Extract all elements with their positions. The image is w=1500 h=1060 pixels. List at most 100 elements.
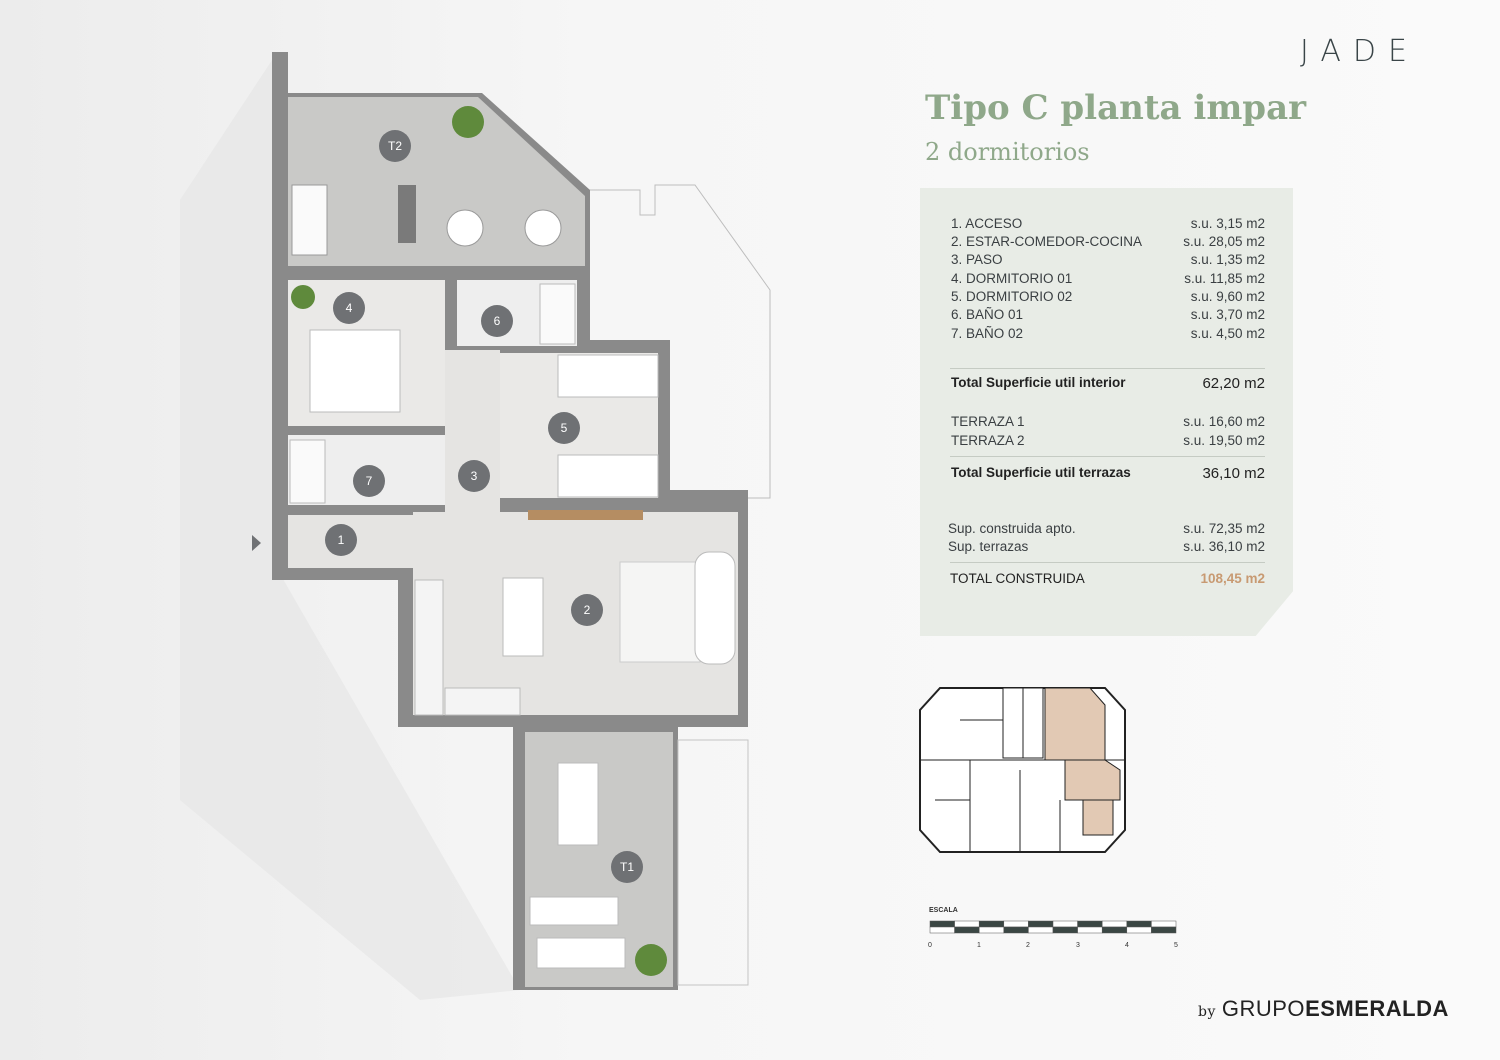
svg-text:1: 1 xyxy=(338,533,345,547)
room-row: 7. BAÑO 02 s.u. 4,50 m2 xyxy=(951,326,1265,341)
laundry-appliance xyxy=(291,184,328,256)
single-bed xyxy=(557,354,659,398)
double-bed xyxy=(309,329,401,413)
room-tag-1: 1 xyxy=(325,524,357,556)
total-label: Total Superficie util terrazas xyxy=(951,465,1131,480)
scale-segment xyxy=(978,926,1005,934)
divider xyxy=(950,456,1265,457)
scale-ticks: 0 1 2 3 4 5 xyxy=(928,942,1178,949)
room-label: 7. BAÑO 02 xyxy=(951,326,1024,341)
scale-segment xyxy=(1126,926,1152,934)
room-row: 6. BAÑO 01 s.u. 3,70 m2 xyxy=(951,307,1265,322)
terrace-label: TERRAZA 1 xyxy=(951,414,1025,429)
scale-segment xyxy=(1077,920,1103,928)
svg-text:2: 2 xyxy=(584,603,591,617)
terrace-row: TERRAZA 1 s.u. 16,60 m2 xyxy=(951,414,1265,429)
scale-segment xyxy=(1077,926,1103,934)
room-row: 2. ESTAR-COMEDOR-COCINA s.u. 28,05 m2 xyxy=(951,234,1265,249)
svg-text:7: 7 xyxy=(366,474,373,488)
room-value: s.u. 3,70 m2 xyxy=(1190,307,1265,322)
room-tag-t2: T2 xyxy=(379,130,411,162)
sun-lounger xyxy=(529,896,619,926)
dining-table xyxy=(502,577,544,657)
armchair xyxy=(524,209,562,247)
brand-logo: JADE xyxy=(1300,34,1419,69)
room-label: 2. ESTAR-COMEDOR-COCINA xyxy=(951,234,1143,249)
total-terraces-row: Total Superficie util terrazas 36,10 m2 xyxy=(951,465,1265,482)
bathtub xyxy=(289,439,326,504)
scale-bar xyxy=(929,920,1177,934)
room-label: 6. BAÑO 01 xyxy=(951,307,1024,322)
divider xyxy=(950,368,1265,369)
built-row: Sup. terrazas s.u. 36,10 m2 xyxy=(948,539,1265,554)
svg-text:T1: T1 xyxy=(620,860,634,874)
group-text: GRUPO xyxy=(1221,996,1306,1021)
built-label: Sup. terrazas xyxy=(948,539,1029,554)
scale-tick: 3 xyxy=(1076,942,1080,949)
scale-tick: 4 xyxy=(1125,942,1129,949)
svg-text:5: 5 xyxy=(561,421,568,435)
plant-icon xyxy=(452,106,484,138)
terrace-bench xyxy=(398,185,416,243)
scale-segment xyxy=(1151,920,1177,928)
scale-segment xyxy=(1003,926,1029,934)
svg-text:4: 4 xyxy=(346,301,353,315)
page-title: Tipo C planta impar xyxy=(925,88,1307,128)
scale-segment xyxy=(1028,926,1054,934)
scale-segment xyxy=(954,926,980,934)
total-label: TOTAL CONSTRUIDA xyxy=(950,571,1085,586)
scale-tick: 0 xyxy=(928,942,932,949)
built-label: Sup. construida apto. xyxy=(948,521,1076,536)
terrace-table xyxy=(557,762,599,846)
scale-tick: 1 xyxy=(977,942,981,949)
scale-segment xyxy=(1126,920,1152,928)
room-value: s.u. 4,50 m2 xyxy=(1190,326,1265,341)
entrance-arrow-icon xyxy=(252,535,261,551)
scale-label: ESCALA xyxy=(929,907,958,914)
sofa xyxy=(694,551,736,665)
shower xyxy=(539,283,576,345)
room-label: 5. DORMITORIO 02 xyxy=(951,289,1073,304)
scale-segment xyxy=(978,920,1005,928)
total-built-value: 108,45 m2 xyxy=(1200,571,1265,586)
plan-shadow xyxy=(180,60,520,1000)
scale-segment xyxy=(929,920,955,928)
scale-segment xyxy=(1003,920,1029,928)
room-value: s.u. 28,05 m2 xyxy=(1183,234,1265,249)
built-value: s.u. 36,10 m2 xyxy=(1183,539,1265,554)
room-label: 1. ACCESO xyxy=(951,216,1023,231)
room-tag-3: 3 xyxy=(458,460,490,492)
room-tag-6: 6 xyxy=(481,305,513,337)
svg-text:3: 3 xyxy=(471,469,478,483)
kitchen-counter xyxy=(414,579,444,716)
room-value: s.u. 1,35 m2 xyxy=(1190,252,1265,267)
total-value: 62,20 m2 xyxy=(1202,375,1265,392)
key-plan xyxy=(919,687,1126,853)
svg-text:6: 6 xyxy=(494,314,501,328)
plant-icon xyxy=(291,285,315,309)
scale-tick: 2 xyxy=(1026,942,1030,949)
plant-icon xyxy=(635,944,667,976)
total-interior-row: Total Superficie util interior 62,20 m2 xyxy=(951,375,1265,392)
scale-segment xyxy=(954,920,980,928)
tv-unit xyxy=(528,510,643,520)
page-subtitle: 2 dormitorios xyxy=(925,138,1090,166)
room-tag-t1: T1 xyxy=(611,851,643,883)
svg-text:T2: T2 xyxy=(388,139,402,153)
armchair xyxy=(446,209,484,247)
total-label: Total Superficie util interior xyxy=(951,375,1126,390)
total-value: 36,10 m2 xyxy=(1202,465,1265,482)
scale-segment xyxy=(929,926,955,934)
terrace-label: TERRAZA 2 xyxy=(951,433,1025,448)
room-tag-5: 5 xyxy=(548,412,580,444)
terrace-railing xyxy=(479,94,771,499)
room-tag-7: 7 xyxy=(353,465,385,497)
terrace-value: s.u. 16,60 m2 xyxy=(1183,414,1265,429)
divider xyxy=(950,562,1265,563)
scale-segment xyxy=(1052,920,1078,928)
total-built-row: TOTAL CONSTRUIDA 108,45 m2 xyxy=(950,571,1265,586)
